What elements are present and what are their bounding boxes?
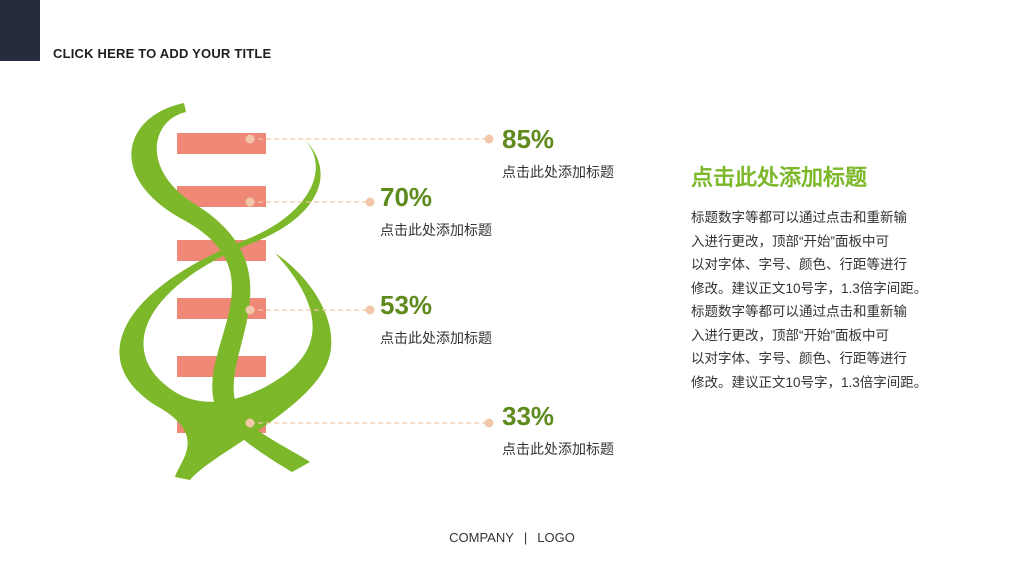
stat-value[interactable]: 33% [502, 401, 555, 431]
stat-value[interactable]: 85% [502, 124, 555, 154]
body-line: 以对字体、字号、颜色、行距等进行 [691, 351, 907, 366]
stat-value[interactable]: 70% [380, 182, 433, 212]
helix-rung [177, 133, 266, 154]
logo-label[interactable]: LOGO [537, 530, 575, 545]
body-line: 修改。建议正文10号字，1.3倍字间距。 [691, 280, 928, 296]
connector-dot [365, 305, 375, 315]
body-line: 标题数字等都可以通过点击和重新输 [691, 210, 907, 225]
connector-dot [245, 418, 255, 428]
stat-caption[interactable]: 点击此处添加标题 [380, 222, 492, 238]
connector-dot [245, 134, 255, 144]
body-line: 入进行更改，顶部“开始”面板中可 [691, 233, 889, 249]
stat-caption[interactable]: 点击此处添加标题 [502, 441, 614, 457]
helix-strand [119, 135, 332, 480]
stat-block: 85% 点击此处添加标题 [502, 124, 614, 182]
stat-value[interactable]: 53% [380, 290, 433, 320]
stat-block: 70% 点击此处添加标题 [380, 182, 492, 240]
stat-block: 53% 点击此处添加标题 [380, 290, 492, 348]
connector-dot [245, 305, 255, 315]
company-label[interactable]: COMPANY [449, 530, 514, 545]
corner-block [0, 0, 40, 61]
helix-strand [131, 103, 310, 472]
side-body-text[interactable]: 标题数字等都可以通过点击和重新输 入进行更改，顶部“开始”面板中可 以对字体、字… [691, 206, 941, 394]
stat-caption[interactable]: 点击此处添加标题 [380, 330, 492, 346]
connector-dot [484, 134, 494, 144]
footer-separator: | [523, 530, 528, 545]
footer: COMPANY | LOGO [0, 530, 1024, 545]
body-line: 标题数字等都可以通过点击和重新输 [691, 304, 907, 319]
slide-title[interactable]: CLICK HERE TO ADD YOUR TITLE [53, 46, 272, 61]
connector-dot [245, 197, 255, 207]
body-line: 以对字体、字号、颜色、行距等进行 [691, 257, 907, 272]
stat-block: 33% 点击此处添加标题 [502, 401, 614, 459]
helix-rung [177, 186, 266, 207]
connector-dot [365, 197, 375, 207]
body-line: 入进行更改，顶部“开始”面板中可 [691, 327, 889, 343]
body-line: 修改。建议正文10号字，1.3倍字间距。 [691, 374, 928, 390]
connector-dot [484, 418, 494, 428]
stat-caption[interactable]: 点击此处添加标题 [502, 164, 614, 180]
side-heading[interactable]: 点击此处添加标题 [691, 165, 868, 190]
